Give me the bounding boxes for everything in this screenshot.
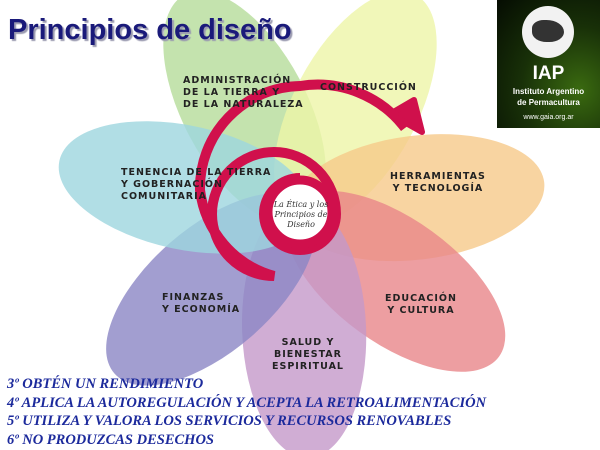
page-title: Principios de diseño [8, 14, 292, 46]
principles-list: 3º OBTÉN UN RENDIMIENTO 4º APLICA LA AUT… [7, 375, 486, 449]
petal-label-line: EDUCACIÓN [385, 293, 457, 304]
petal-label-line: FINANZAS [162, 292, 225, 303]
petal-label-line: Y GOBERNACIÓN [121, 179, 223, 190]
petal-label-line: ESPIRITUAL [272, 361, 344, 372]
logo-url: www.gaia.org.ar [523, 114, 574, 121]
principle-item: 6º NO PRODUZCAS DESECHOS [7, 431, 214, 448]
principle-item: 4º APLICA LA AUTOREGULACIÓN Y ACEPTA LA … [7, 394, 487, 411]
petal-label-line: SALUD Y [281, 337, 335, 348]
center-circle [263, 175, 337, 249]
petal-label-line: Y TECNOLOGÍA [392, 183, 484, 194]
logo-line-1: Instituto Argentino [512, 87, 585, 96]
petal-label-line: COMUNITARIA [121, 191, 207, 202]
logo-line-2: de Permacultura [517, 98, 580, 107]
petal-label-line: ADMINISTRACIÓN [183, 75, 292, 86]
spiral-arrow [194, 79, 409, 281]
logo-acronym: IAP [532, 63, 565, 84]
petal-label-line: DE LA TIERRA Y [183, 87, 281, 98]
iap-logo: IAP Instituto Argentino de Permacultura … [497, 0, 600, 128]
principle-item: 5º UTILIZA Y VALORA LOS SERVICIOS Y RECU… [7, 413, 452, 429]
petal-label-construccion: CONSTRUCCIÓN [320, 82, 417, 94]
petal-label-line: TENENCIA DE LA TIERRA [121, 167, 272, 178]
petal-label-line: BIENESTAR [274, 349, 342, 360]
petal-label-line: Y CULTURA [387, 305, 455, 316]
logo-emblem-icon [522, 6, 574, 58]
principle-item: 3º OBTÉN UN RENDIMIENTO [7, 376, 204, 392]
center-label: La Ética y los Principios de Diseño [273, 200, 329, 229]
petal-label-line: Y ECONOMÍA [162, 304, 241, 315]
petal-label-line: CONSTRUCCIÓN [320, 82, 417, 93]
arrowhead-icon [387, 97, 425, 135]
petal-label-line: DE LA NATURALEZA [183, 99, 304, 110]
petal-label-line: HERRAMIENTAS [390, 171, 486, 182]
